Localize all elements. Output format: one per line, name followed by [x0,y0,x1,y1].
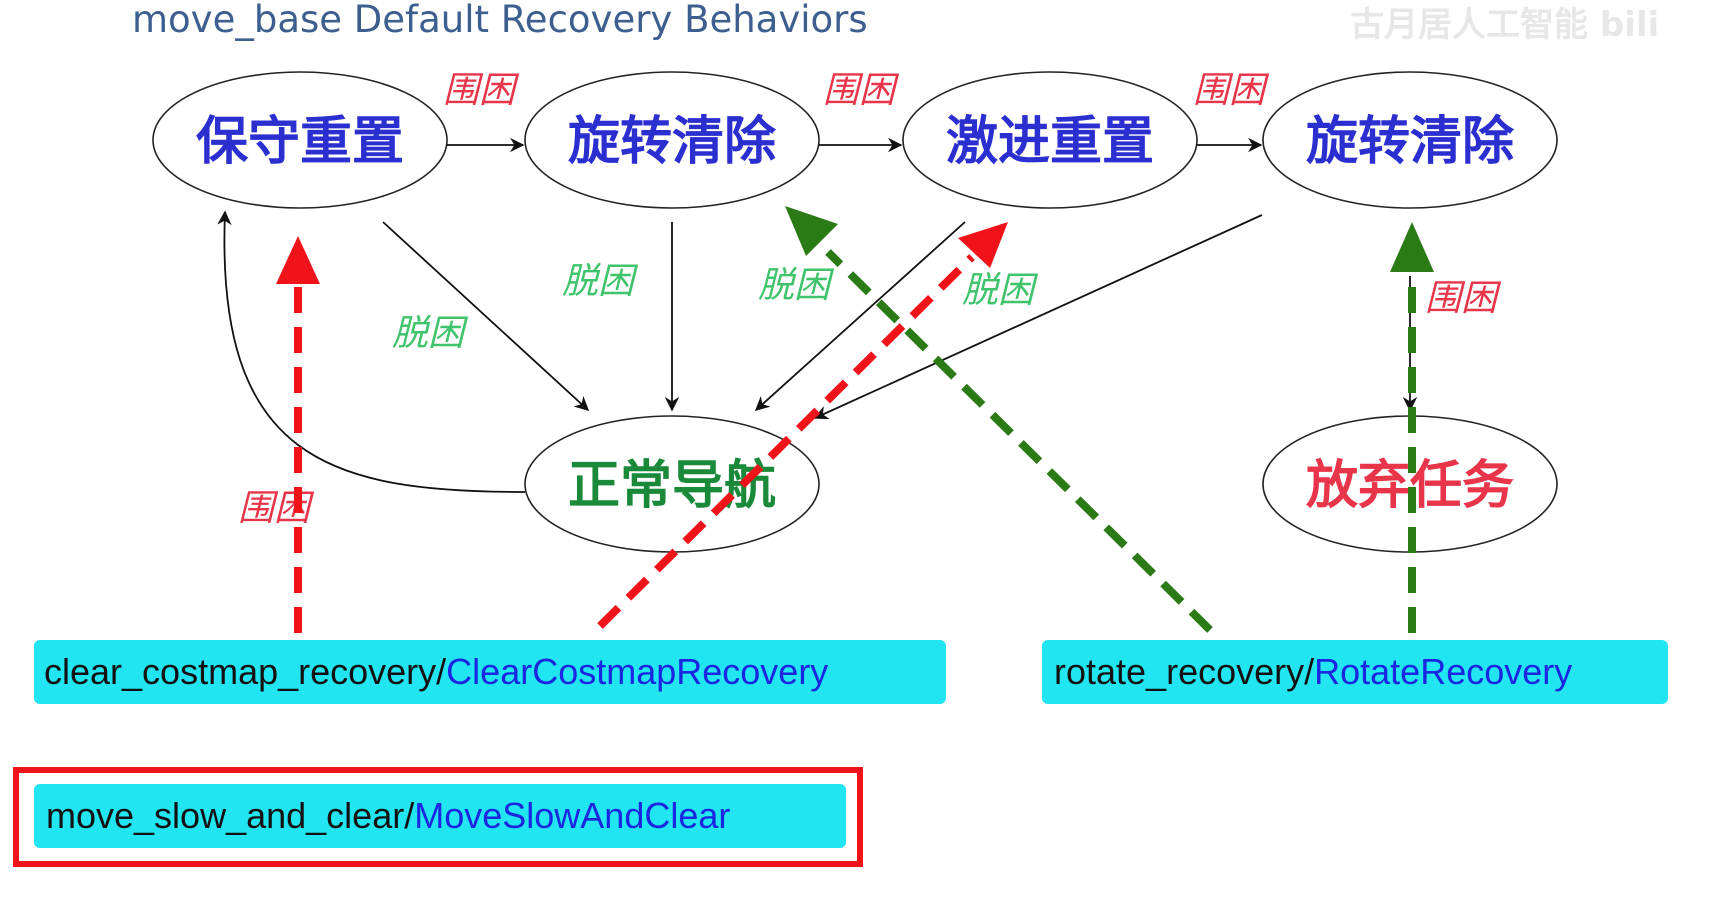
node-conservative-reset: 保守重置 [152,71,448,209]
edge-rotate2-to-normal [813,214,1263,420]
watermark-logo: 古月居人工智能 bili [1350,5,1659,45]
svg-text:rotate_recovery/RotateRecovery: rotate_recovery/RotateRecovery [1054,651,1572,692]
edge-label-unstuck-2: 脱困 [562,261,639,302]
node-label-rotate-clear-2: 旋转清除 [1306,112,1515,172]
node-rotate-clear-1: 旋转清除 [524,71,820,209]
svg-text:move_slow_and_clear/MoveSlowAn: move_slow_and_clear/MoveSlowAndClear [46,795,730,836]
diagram-title: move_base Default Recovery Behaviors [132,0,868,41]
edge-label-unstuck-3: 脱困 [758,265,835,306]
edge-label-stuck-3: 围困 [1193,70,1270,111]
edge-label-stuck-2: 围困 [823,70,900,111]
red-arrow-to-aggressive [597,222,1008,629]
node-aggressive-reset: 激进重置 [902,71,1198,209]
node-label-aggressive-reset: 激进重置 [946,112,1154,172]
edge-normal-to-conservative [217,210,526,493]
plugin-move-slow-package: move_slow_and_clear/ [46,795,414,836]
green-arrow-to-rotate1 [785,206,1213,633]
edge-label-stuck-4: 围困 [1425,278,1502,319]
plugin-move-slow-highlight: move_slow_and_clear/MoveSlowAndClear [13,767,863,867]
plugin-clear-costmap-class: ClearCostmapRecovery [446,651,828,692]
edge-conservative-to-normal [382,221,590,411]
node-label-rotate-clear-1: 旋转清除 [568,112,777,172]
node-label-conservative-reset: 保守重置 [196,112,404,172]
plugin-rotate-class: RotateRecovery [1314,651,1572,692]
green-arrow-to-rotate2 [1390,222,1434,633]
edge-label-stuck-1: 围困 [443,70,520,111]
red-arrow-to-conservative [276,236,320,633]
node-rotate-clear-2: 旋转清除 [1262,71,1558,209]
edge-label-stuck-5: 围困 [238,488,315,529]
svg-text:clear_costmap_recovery/ClearCo: clear_costmap_recovery/ClearCostmapRecov… [44,651,828,692]
plugin-rotate: rotate_recovery/RotateRecovery [1042,640,1668,704]
edge-aggressive-to-normal [754,221,966,411]
node-label-normal-navigation: 正常导航 [568,456,776,516]
edge-label-unstuck-1: 脱困 [392,313,469,354]
edge-label-unstuck-4: 脱困 [962,270,1039,311]
plugin-move-slow-class: MoveSlowAndClear [414,795,730,836]
node-normal-navigation: 正常导航 [524,415,820,553]
plugin-clear-costmap-package: clear_costmap_recovery/ [44,651,446,692]
plugin-rotate-package: rotate_recovery/ [1054,651,1314,692]
plugin-clear-costmap: clear_costmap_recovery/ClearCostmapRecov… [34,640,946,704]
